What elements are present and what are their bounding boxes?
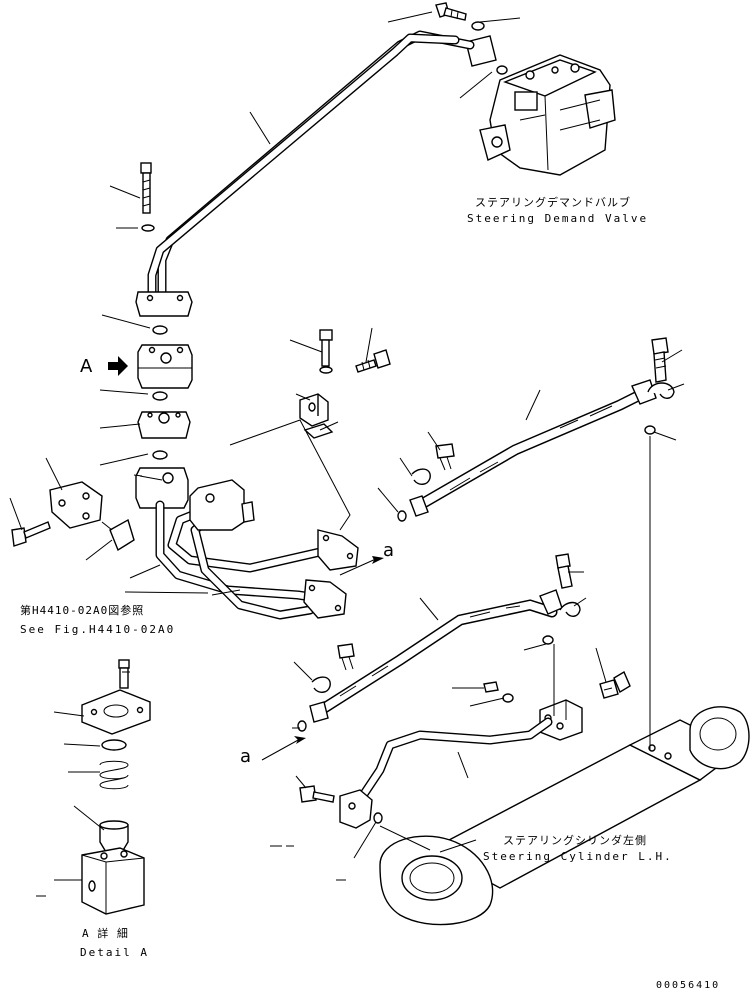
detail-a-exploded <box>81 659 151 915</box>
callout-a-lower: a <box>240 746 251 767</box>
detail-a-arrow <box>108 356 128 376</box>
steering-cylinder <box>379 706 750 926</box>
valve-block-stack <box>135 325 193 509</box>
steel-tube-upper <box>135 30 475 317</box>
twin-steel-tubes <box>155 479 359 620</box>
stack-bolt <box>140 162 155 232</box>
callout-a-upper: a <box>383 540 394 561</box>
lower-steel-tube <box>299 717 553 829</box>
upper-right-hose <box>397 337 675 522</box>
steering-cylinder-en-label: Steering Cylinder L.H. <box>483 850 673 863</box>
steering-demand-valve <box>479 54 616 176</box>
detail-a-en-label: Detail A <box>80 946 149 959</box>
middle-hose <box>297 553 581 732</box>
diagram-text: ステアリングデマンドバルブ Steering Demand Valve ステアリ… <box>20 195 720 991</box>
detail-a-jp-label: A 詳 細 <box>82 926 129 940</box>
drawing-number: 00056410 <box>656 980 720 991</box>
see-fig-jp-label: 第H4410-02A0図参照 <box>20 603 144 617</box>
callout-A: A <box>80 356 93 377</box>
steering-demand-valve-jp-label: ステアリングデマンドバルブ <box>475 195 631 209</box>
clamp-bracket <box>299 329 391 439</box>
see-fig-en-label: See Fig.H4410-02A0 <box>20 623 175 636</box>
left-bracket <box>11 481 135 552</box>
steering-demand-valve-en-label: Steering Demand Valve <box>467 212 648 225</box>
fitting-block-right <box>483 670 631 741</box>
leader-lines <box>9 11 685 897</box>
steering-cylinder-jp-label: ステアリングシリンダ左側 <box>503 833 647 847</box>
